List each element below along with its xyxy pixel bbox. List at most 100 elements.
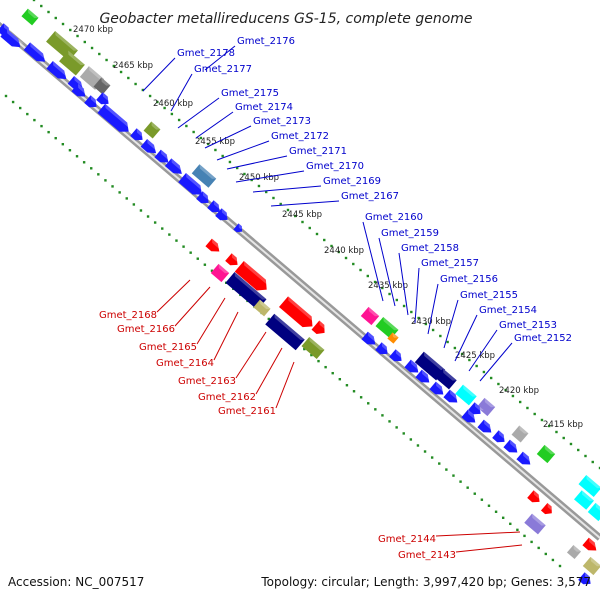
- gene-label-red[interactable]: Gmet_2164: [156, 358, 214, 369]
- gene-label-red[interactable]: Gmet_2144: [378, 534, 436, 545]
- kbp-tick-label: 2470 kbp: [73, 25, 113, 35]
- gene-label-blue[interactable]: Gmet_2167: [341, 191, 399, 202]
- kbp-tick-label: 2460 kbp: [153, 99, 193, 109]
- gene-label-red[interactable]: Gmet_2162: [198, 392, 256, 403]
- gene-arrow-shape: [233, 223, 243, 233]
- gene-label-red[interactable]: Gmet_2165: [139, 342, 197, 353]
- gene-arrow-shape: [0, 29, 21, 48]
- gene-label-blue[interactable]: Gmet_2156: [440, 274, 498, 285]
- gene-label-blue[interactable]: Gmet_2158: [401, 243, 459, 254]
- inner-tick-dot: [26, 112, 29, 116]
- gene-label-blue[interactable]: Gmet_2169: [323, 176, 381, 187]
- leader-line-red: [156, 279, 191, 313]
- genome-backbone: [0, 21, 600, 541]
- gene-label-blue[interactable]: Gmet_2154: [479, 305, 537, 316]
- outer-tick-dot: [250, 178, 253, 182]
- gene-bevel: [68, 50, 85, 66]
- gene-bevel: [274, 313, 305, 340]
- outer-tick-dot: [431, 328, 435, 332]
- gene-arrow-shape: [468, 402, 481, 415]
- gene-arrow-shape: [429, 381, 444, 395]
- gene-box-shape: [587, 502, 600, 522]
- gene-feature: [84, 95, 100, 108]
- outer-tick-dot: [294, 214, 297, 218]
- inner-tick-dot: [47, 130, 50, 134]
- outer-tick-dot: [504, 388, 507, 392]
- outer-tick-dot: [214, 148, 217, 152]
- inner-tick-dot: [19, 106, 22, 110]
- gene-arrow-shape: [207, 200, 220, 213]
- kbp-tick-label: 2430 kbp: [411, 317, 451, 327]
- gene-box-shape: [476, 397, 496, 417]
- gene-bevel: [483, 419, 495, 430]
- gene-label-blue[interactable]: Gmet_2176: [237, 36, 295, 47]
- leader-line-blue: [204, 45, 236, 71]
- gene-feature: [154, 149, 172, 163]
- gene-bevel: [449, 389, 461, 400]
- gene-labels[interactable]: Gmet_2176Gmet_2178Gmet_2177Gmet_2175Gmet…: [99, 36, 572, 561]
- outer-tick-dot: [323, 238, 326, 242]
- gene-arrow-shape: [375, 342, 388, 355]
- gene-arrow-shape: [540, 502, 552, 515]
- gene-bevel: [474, 402, 484, 411]
- gene-label-blue[interactable]: Gmet_2157: [421, 258, 479, 269]
- gene-label-blue[interactable]: Gmet_2155: [460, 290, 518, 301]
- gene-feature: [455, 384, 477, 406]
- gene-feature: [205, 238, 223, 252]
- gene-bevel: [160, 149, 172, 160]
- topology-text: Topology: circular; Length: 3,997,420 bp…: [260, 575, 591, 589]
- gene-bevel: [30, 42, 49, 59]
- gene-bevel: [3, 23, 13, 32]
- gene-label-red[interactable]: Gmet_2168: [99, 310, 157, 321]
- gene-label-blue[interactable]: Gmet_2170: [306, 161, 364, 172]
- outer-tick-dot: [417, 316, 420, 320]
- gene-label-blue[interactable]: Gmet_2160: [365, 212, 423, 223]
- outer-tick-dot: [141, 88, 145, 92]
- gene-label-blue[interactable]: Gmet_2159: [381, 228, 439, 239]
- gene-bevel: [435, 381, 447, 392]
- gene-feature: [225, 272, 267, 310]
- gene-label-blue[interactable]: Gmet_2152: [514, 333, 572, 344]
- inner-tick-dot: [267, 317, 270, 321]
- gene-arrow-shape: [97, 103, 129, 132]
- gene-bevel: [544, 444, 556, 455]
- gene-box-shape: [225, 272, 267, 310]
- gene-label-blue[interactable]: Gmet_2153: [499, 320, 557, 331]
- gene-feature: [429, 381, 447, 395]
- gene-bevel: [395, 349, 405, 358]
- gene-label-red[interactable]: Gmet_2163: [178, 376, 236, 387]
- leader-line-red: [275, 361, 295, 409]
- gene-bevel: [238, 223, 245, 229]
- outer-tick-dot: [32, 0, 36, 2]
- gene-label-red[interactable]: Gmet_2166: [117, 324, 175, 335]
- gene-label-red[interactable]: Gmet_2143: [398, 550, 456, 561]
- gene-bevel: [213, 200, 223, 209]
- leader-line-blue: [414, 267, 420, 324]
- gene-label-blue[interactable]: Gmet_2171: [289, 146, 347, 157]
- gene-bevel: [498, 430, 508, 439]
- gene-label-blue[interactable]: Gmet_2174: [235, 102, 293, 113]
- outer-tick-dot: [468, 358, 471, 362]
- gene-label-blue[interactable]: Gmet_2178: [177, 48, 235, 59]
- gene-label-blue[interactable]: Gmet_2175: [221, 88, 279, 99]
- gene-arrow-shape: [205, 238, 220, 252]
- gene-arrow-shape: [527, 490, 540, 503]
- leader-line-blue: [443, 299, 459, 349]
- gene-box-shape: [414, 351, 446, 381]
- outer-tick-dot: [301, 220, 304, 224]
- inner-tick-dot: [4, 94, 8, 98]
- gene-bevel: [27, 8, 39, 19]
- outer-tick-dot: [170, 112, 174, 116]
- gene-label-blue[interactable]: Gmet_2173: [253, 116, 311, 127]
- gene-label-blue[interactable]: Gmet_2177: [194, 64, 252, 75]
- inner-tick-dot: [374, 408, 377, 411]
- outer-tick-dot: [402, 304, 406, 308]
- kbp-tick-label: 2455 kbp: [195, 137, 235, 147]
- gene-label-red[interactable]: Gmet_2161: [218, 406, 276, 417]
- gene-feature: [301, 336, 325, 360]
- inner-tick-dot: [210, 269, 214, 272]
- gene-bevel: [218, 263, 230, 274]
- outer-tick-dot: [511, 394, 515, 398]
- gene-label-blue[interactable]: Gmet_2172: [271, 131, 329, 142]
